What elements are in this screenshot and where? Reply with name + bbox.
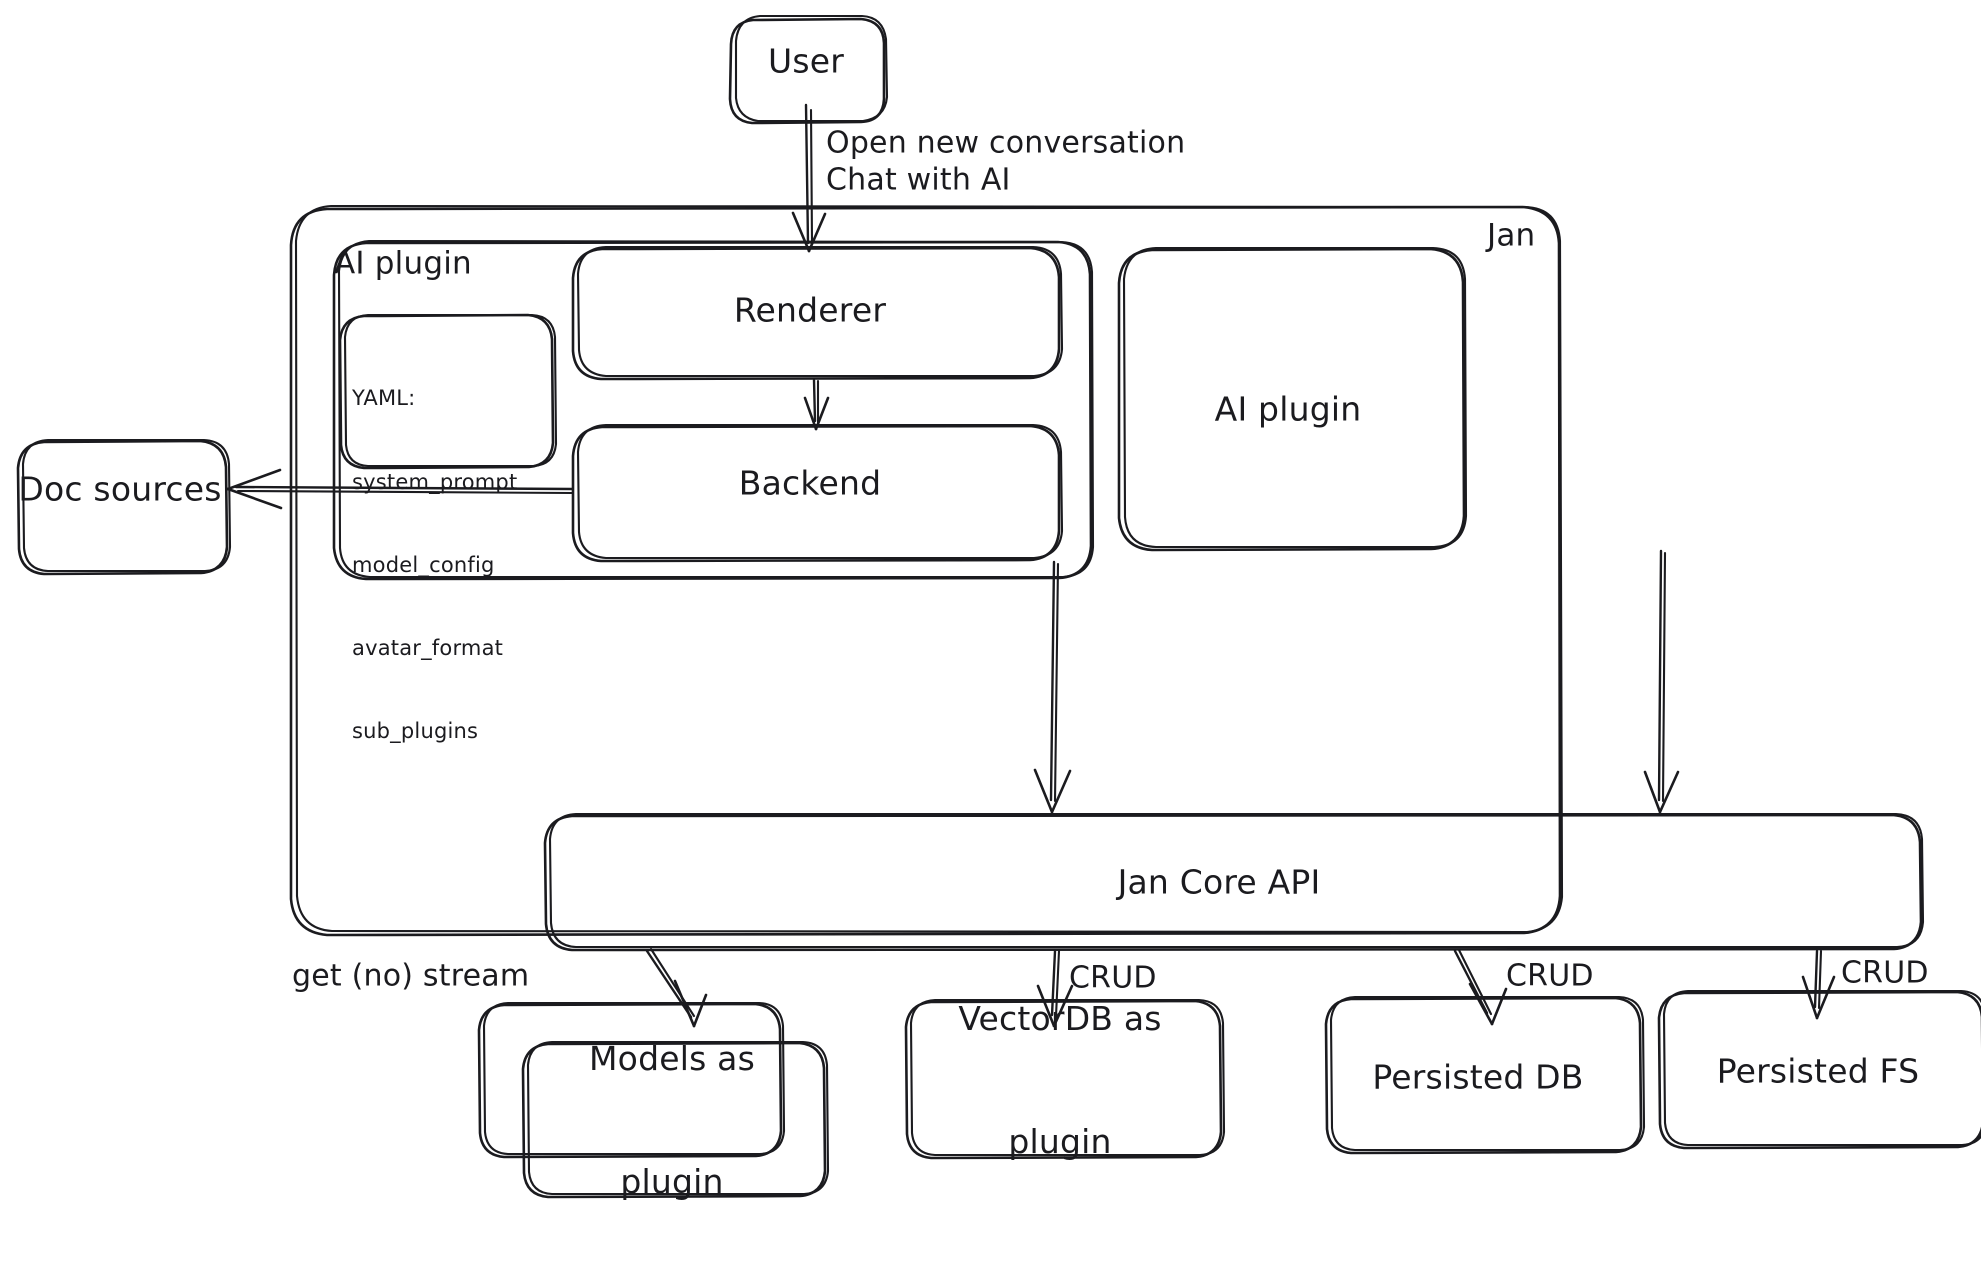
yaml-note-box-shape: [338, 313, 558, 470]
edge-core-to-persisted-db: [1453, 948, 1508, 1026]
yaml-note-line-system-prompt: system_prompt: [352, 469, 518, 494]
models-plugin-label: Models as plugin: [589, 955, 755, 1285]
user-node-label: User: [767, 41, 845, 81]
yaml-note-line-sub-plugins: sub_plugins: [352, 719, 479, 744]
user-box-shape: [728, 14, 889, 125]
models-plugin-back-shape: [477, 1001, 786, 1159]
ai-plugin-group-label: AI plugin: [334, 245, 472, 282]
backend-node-label: Backend: [738, 463, 882, 503]
doc-sources-node-label: Doc sources: [18, 469, 222, 509]
vectordb-plugin-label: VectorDB as plugin: [958, 915, 1161, 1245]
yaml-note: YAML: system_prompt model_config avatar_…: [352, 330, 517, 801]
yaml-note-line-model-config: model_config: [352, 552, 495, 577]
edge-label-crud-persisted-db: CRUD: [1506, 958, 1594, 994]
yaml-note-line-title: YAML:: [352, 386, 416, 411]
edge-backend-to-core: [1033, 560, 1072, 814]
jan-container-label: Jan: [1487, 217, 1536, 254]
ai-plugin-box-label: AI plugin: [1214, 389, 1362, 429]
jan-core-api-label: Jan Core API: [1117, 862, 1321, 902]
vectordb-plugin-label-line2: plugin: [1008, 1122, 1112, 1162]
models-plugin-label-line2: plugin: [620, 1162, 724, 1202]
persisted-db-label: Persisted DB: [1372, 1057, 1584, 1097]
edge-label-chat-with-ai: Chat with AI: [826, 162, 1011, 198]
vectordb-plugin-shape: [904, 998, 1226, 1160]
persisted-db-shape: [1324, 995, 1646, 1155]
renderer-node-label: Renderer: [733, 290, 887, 330]
doc-sources-box-shape: [16, 438, 232, 576]
jan-container-shape: [289, 204, 1564, 937]
diagram-canvas: .s { fill:none; stroke:#1b1b1f; stroke-w…: [16, 14, 1981, 1245]
edge-ai-plugin-to-core: [1643, 549, 1680, 814]
persisted-fs-shape: [1657, 989, 1981, 1150]
edge-backend-to-doc-sources: [226, 468, 574, 510]
edge-user-to-renderer: [791, 103, 827, 253]
vectordb-plugin-label-line1: VectorDB as: [958, 998, 1162, 1038]
diagram-sketch-layer: .s { fill:none; stroke:#1b1b1f; stroke-w…: [16, 14, 1981, 1199]
backend-box-shape: [571, 423, 1064, 563]
yaml-note-line-avatar-format: avatar_format: [352, 635, 504, 660]
models-plugin-label-line1: Models as: [589, 1038, 755, 1078]
edge-label-crud-vectordb: CRUD: [1069, 960, 1157, 996]
edge-core-to-vectordb: [1036, 949, 1074, 1028]
jan-core-api-shape: [543, 812, 1925, 952]
ai-plugin-group-shape: [332, 239, 1095, 581]
persisted-fs-label: Persisted FS: [1716, 1051, 1920, 1091]
renderer-box-shape: [571, 245, 1064, 381]
ai-plugin-box-shape: [1117, 246, 1468, 552]
edge-label-crud-persisted-fs: CRUD: [1841, 955, 1929, 991]
edge-label-open-new-conversation: Open new conversation: [826, 125, 1186, 161]
models-plugin-front-shape: [521, 1040, 830, 1199]
edge-renderer-to-backend: [803, 378, 830, 431]
edge-label-get-no-stream: get (no) stream: [292, 958, 530, 994]
edge-core-to-persisted-fs: [1801, 949, 1836, 1020]
